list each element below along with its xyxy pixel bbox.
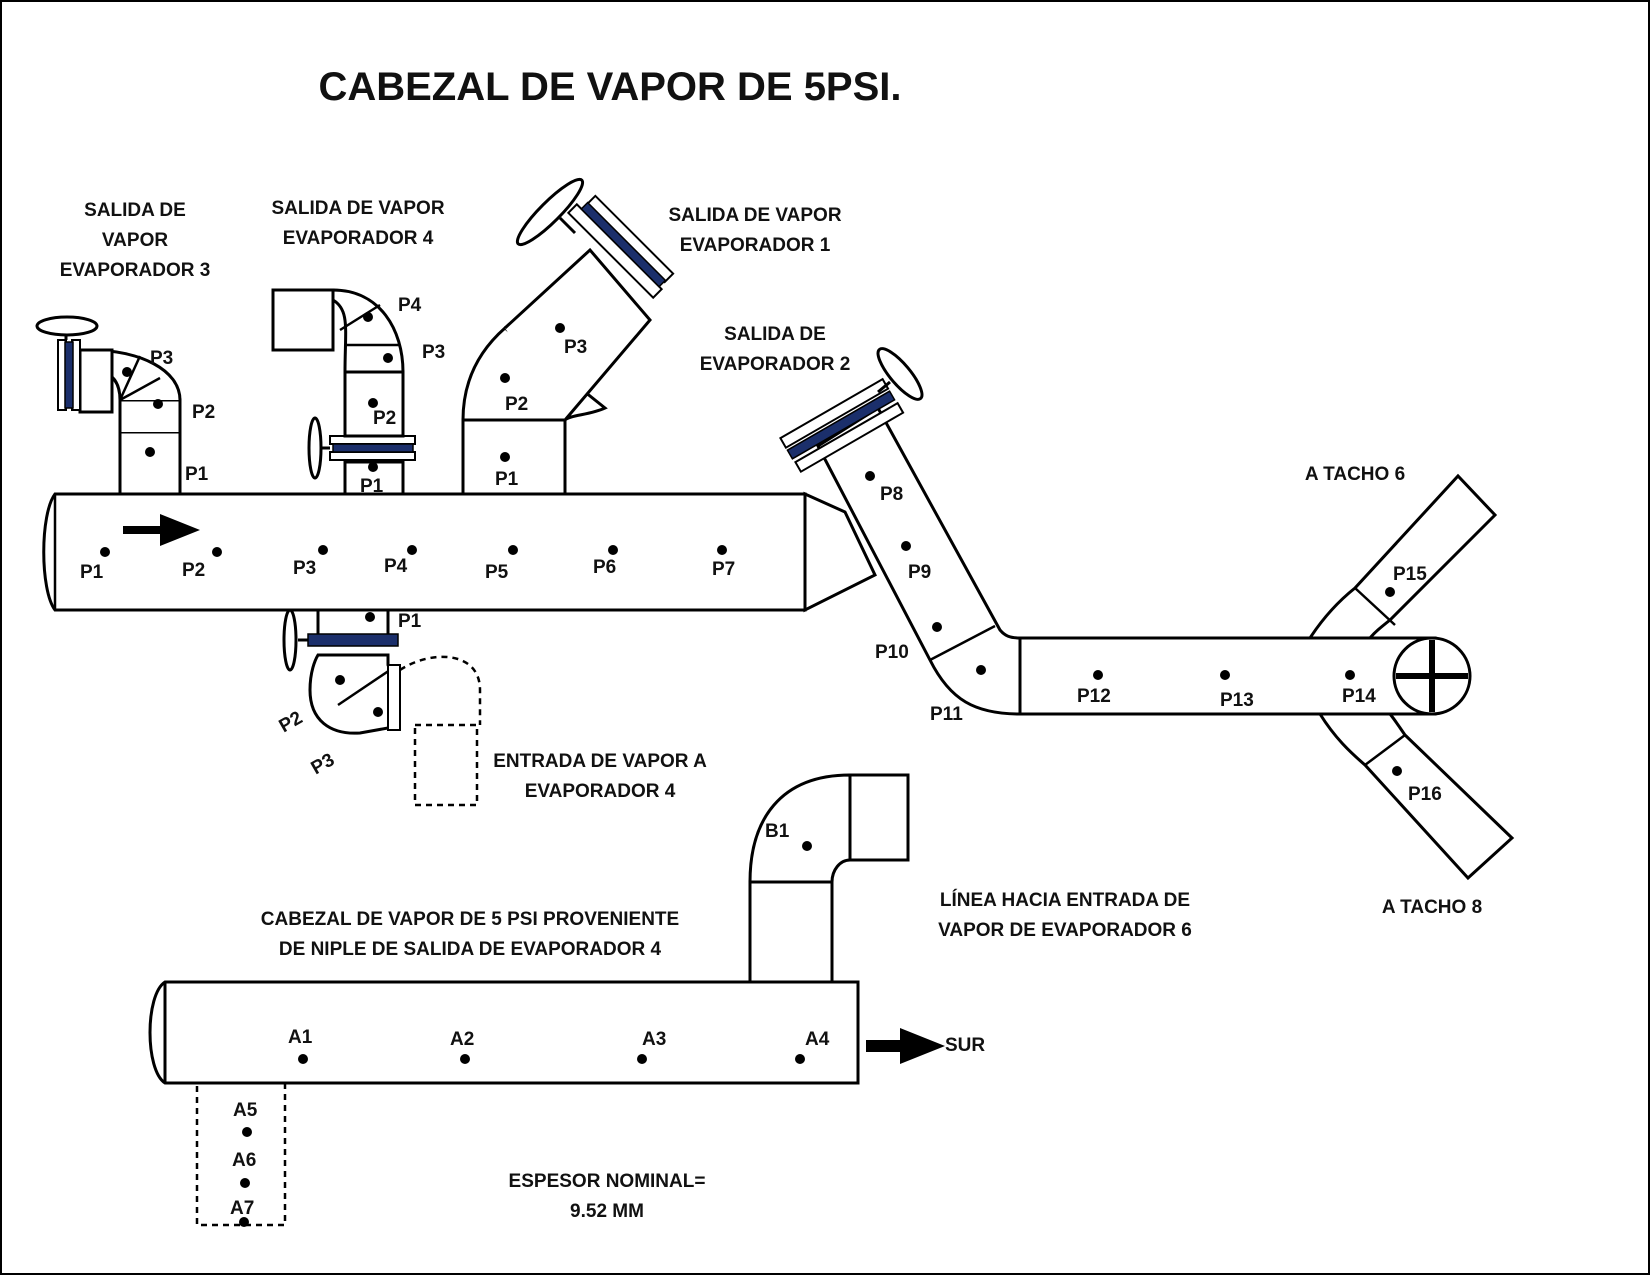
point-label: P7 [712,559,735,580]
svg-text:VAPOR DE EVAPORADOR 6: VAPOR DE EVAPORADOR 6 [938,920,1192,941]
header2-points: A1 A2 A3 A4 A5 A6 A7 [230,1027,830,1227]
evap4-inlet [282,608,482,807]
svg-text:P15: P15 [1393,564,1427,585]
svg-text:DE NIPLE DE SALIDA DE EVAPORAD: DE NIPLE DE SALIDA DE EVAPORADOR 4 [279,939,662,960]
svg-text:SALIDA DE VAPOR: SALIDA DE VAPOR [668,205,841,226]
valve-handwheel-icon [515,177,585,247]
svg-text:B1: B1 [765,821,790,842]
label-evap2: SALIDA DE EVAPORADOR 2 [700,324,851,375]
label-cabezal2: CABEZAL DE VAPOR DE 5 PSI PROVENIENTE DE… [261,909,679,960]
svg-text:LÍNEA HACIA ENTRADA DE: LÍNEA HACIA ENTRADA DE [940,889,1190,911]
svg-text:EVAPORADOR 2: EVAPORADOR 2 [700,354,851,375]
label-evap3: SALIDA DE VAPOR EVAPORADOR 3 [60,200,211,281]
svg-text:SALIDA DE: SALIDA DE [84,200,186,221]
svg-text:P2: P2 [192,402,215,423]
evap2-branch [779,347,1515,881]
svg-text:P3: P3 [308,749,339,779]
point-label: P3 [293,558,316,579]
svg-text:VAPOR: VAPOR [102,230,168,251]
svg-text:P3: P3 [150,348,173,369]
label-entrada4: ENTRADA DE VAPOR A EVAPORADOR 4 [493,751,707,802]
svg-text:A2: A2 [450,1029,474,1050]
line6-points: B1 [765,821,812,851]
svg-text:P8: P8 [880,484,903,505]
evap4-points: P4 P3 P2 P1 [360,295,445,497]
svg-text:A7: A7 [230,1198,254,1219]
svg-text:EVAPORADOR 3: EVAPORADOR 3 [60,260,211,281]
label-evap4: SALIDA DE VAPOR EVAPORADOR 4 [271,198,444,249]
evap4-outlet [271,288,416,496]
svg-text:P4: P4 [398,295,422,316]
point-dot [212,547,222,557]
point-dot [508,545,518,555]
main-points: P1 P2 P3 P4 P5 P6 P7 [80,545,735,583]
svg-text:P2: P2 [373,408,396,429]
svg-text:P14: P14 [1342,686,1376,707]
diagram-title: CABEZAL DE VAPOR DE 5PSI. [318,65,901,109]
svg-text:P9: P9 [908,562,931,583]
flow-arrow-icon [123,514,200,546]
point-label: P2 [182,560,205,581]
label-sur: SUR [945,1035,985,1056]
svg-text:A4: A4 [805,1029,830,1050]
point-label: P6 [593,557,616,578]
svg-text:P1: P1 [185,464,209,485]
svg-text:A1: A1 [288,1027,313,1048]
south-arrow-icon [866,1028,945,1064]
evap6-line [748,773,910,984]
main-header-pipe [42,491,877,613]
point-label: P1 [80,562,104,583]
svg-text:P12: P12 [1077,686,1111,707]
label-linea6: LÍNEA HACIA ENTRADA DE VAPOR DE EVAPORAD… [938,889,1192,941]
point-dot [318,545,328,555]
point-label: P4 [384,556,408,577]
valve-handwheel-icon [876,347,924,401]
svg-text:P2: P2 [505,394,528,415]
point-label: P5 [485,562,509,583]
point-dot [608,545,618,555]
svg-text:A3: A3 [642,1029,666,1050]
svg-text:CABEZAL DE VAPOR DE 5 PSI PROV: CABEZAL DE VAPOR DE 5 PSI PROVENIENTE [261,909,679,930]
second-header-pipe [148,980,945,1227]
svg-text:SALIDA DE VAPOR: SALIDA DE VAPOR [271,198,444,219]
valve-handwheel-icon [307,416,323,480]
svg-text:A5: A5 [233,1100,258,1121]
evap3-points: P3 P2 P1 [122,348,215,485]
svg-text:ENTRADA DE VAPOR A: ENTRADA DE VAPOR A [493,751,707,772]
label-tacho6: A TACHO 6 [1305,464,1405,485]
svg-text:P13: P13 [1220,690,1254,711]
branch-points: P8 P9 P10 P11 P12 P13 P14 P15 P16 [865,471,1442,805]
svg-text:P1: P1 [360,476,384,497]
point-dot [100,547,110,557]
svg-text:P16: P16 [1408,784,1442,805]
point-dot [407,545,417,555]
svg-text:P10: P10 [875,642,909,663]
svg-text:P3: P3 [564,337,587,358]
svg-text:9.52 MM: 9.52 MM [570,1201,644,1222]
evap3-outlet [35,315,182,496]
label-evap1: SALIDA DE VAPOR EVAPORADOR 1 [668,205,841,256]
valve-handwheel-icon [35,315,99,337]
svg-text:EVAPORADOR 1: EVAPORADOR 1 [680,235,831,256]
svg-text:SALIDA DE: SALIDA DE [724,324,826,345]
svg-text:P1: P1 [398,611,422,632]
svg-text:P1: P1 [495,469,519,490]
svg-text:ESPESOR NOMINAL=: ESPESOR NOMINAL= [509,1171,706,1192]
label-espesor: ESPESOR NOMINAL= 9.52 MM [509,1171,706,1222]
svg-text:EVAPORADOR 4: EVAPORADOR 4 [525,781,676,802]
svg-text:P2: P2 [276,707,307,737]
evap1-points: P3 P2 P1 [495,323,587,490]
svg-text:P11: P11 [930,704,963,725]
svg-text:A6: A6 [232,1150,256,1171]
svg-text:EVAPORADOR 4: EVAPORADOR 4 [283,228,434,249]
label-tacho8: A TACHO 8 [1382,897,1482,918]
evap1-outlet [461,177,675,496]
valve-handwheel-icon [282,608,298,672]
point-dot [717,545,727,555]
svg-text:P3: P3 [422,342,445,363]
